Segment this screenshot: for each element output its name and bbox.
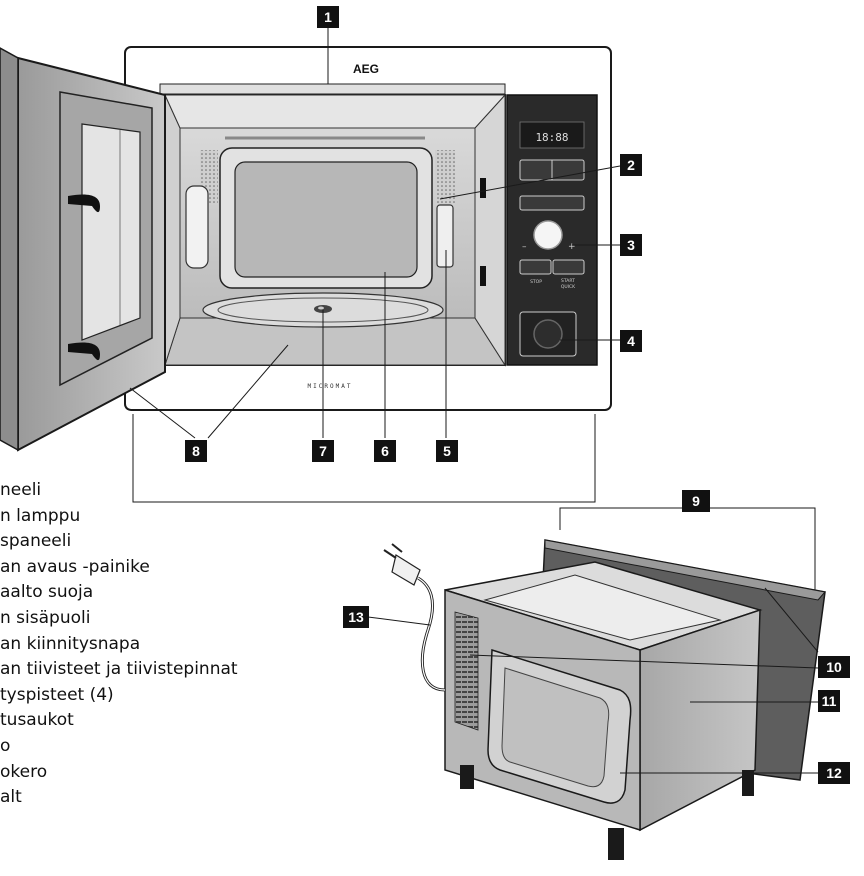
callout-8: 8	[185, 440, 207, 462]
left-wall-bulge	[185, 185, 209, 269]
callout-9: 9	[682, 490, 710, 512]
foot-front-left	[460, 765, 474, 789]
door-latch-bottom	[68, 342, 100, 361]
waveguide-cover	[436, 204, 454, 268]
legend-item: an kiinnitysnapa	[0, 633, 141, 654]
start-label: START	[561, 278, 575, 284]
callout-1: 1	[317, 6, 339, 28]
back-panel-inner	[234, 161, 418, 278]
callout-number: 10	[826, 659, 842, 675]
plug-pin-1	[383, 549, 397, 559]
microwave-mounting-view	[383, 539, 826, 860]
legend-item: n lamppu	[0, 505, 81, 526]
door-latch-slot-bottom	[480, 266, 486, 286]
door-bulge-inner	[501, 667, 610, 788]
cavity-left-wall	[164, 94, 181, 366]
callout-number: 1	[324, 9, 332, 25]
door-latch-top	[68, 194, 100, 213]
stop-button[interactable]	[519, 259, 552, 275]
legend-item: o	[0, 735, 11, 756]
display-readout: 18:88	[535, 131, 568, 144]
callout-13: 13	[343, 606, 369, 628]
stop-label: STOP	[530, 279, 542, 285]
microwave-front-view: AEG MICROMAT 18:88 – +	[0, 46, 612, 452]
quick-label: QUICK	[561, 284, 576, 290]
top-raised-panel	[483, 574, 722, 641]
plus-label: +	[568, 242, 576, 252]
right-vent	[435, 150, 455, 205]
legend-item: alt	[0, 787, 22, 808]
legend-item: okero	[0, 761, 48, 782]
callout-number: 6	[381, 443, 389, 459]
legend-item: an tiivisteet ja tiivistepinnat	[0, 659, 238, 680]
callout-2: 2	[620, 154, 642, 176]
control-knob[interactable]	[533, 220, 563, 250]
callout-11: 11	[818, 690, 840, 712]
legend-item: tusaukot	[0, 710, 74, 731]
callout-number: 11	[822, 693, 837, 709]
door-latch-slot-top	[480, 178, 486, 198]
mounting-frame-edge	[544, 539, 826, 601]
callout-number: 7	[319, 443, 327, 459]
callout-4: 4	[620, 330, 642, 352]
callout-number: 2	[627, 157, 635, 173]
callout-10: 10	[818, 656, 850, 678]
foot-back-right	[742, 770, 754, 796]
leader-lines-top	[129, 28, 621, 503]
cavity-ceiling	[164, 94, 507, 129]
callout-number: 9	[692, 493, 700, 509]
legend-item: spaneeli	[0, 531, 72, 552]
display	[519, 121, 585, 149]
plug	[391, 554, 421, 586]
cavity-right-wall	[474, 93, 506, 367]
coupler-highlight	[318, 306, 324, 310]
side-vent-grill	[454, 611, 479, 731]
legend-item: tyspisteet (4)	[0, 684, 114, 705]
legend-item: aalto suoja	[0, 582, 94, 603]
callout-number: 13	[348, 609, 364, 625]
callout-6: 6	[374, 440, 396, 462]
start-button[interactable]	[552, 259, 585, 275]
callout-number: 8	[192, 443, 200, 459]
legend-list: neeli n lamppu spaneeli an avaus -painike aa…	[0, 478, 238, 811]
callout-number: 12	[826, 765, 842, 781]
callout-3: 3	[620, 234, 642, 256]
callout-number: 4	[627, 333, 635, 349]
model-label: MICROMAT	[308, 383, 353, 390]
power-cord-highlight	[417, 577, 446, 691]
callout-number: 5	[443, 443, 451, 459]
top-trim	[159, 83, 506, 95]
legend-item: an avaus -painike	[0, 556, 150, 577]
brand-logo: AEG	[353, 62, 379, 76]
legend-item: neeli	[0, 480, 42, 500]
callout-12: 12	[818, 762, 850, 784]
callout-number: 3	[627, 237, 635, 253]
door-window	[81, 123, 141, 341]
callout-5: 5	[436, 440, 458, 462]
function-button[interactable]	[519, 195, 585, 211]
foot-front-right	[608, 828, 624, 860]
door-open-button-ring	[533, 319, 563, 349]
callout-7: 7	[312, 440, 334, 462]
plug-pin-2	[391, 543, 403, 553]
door-edge	[0, 47, 19, 452]
legend-item: n sisäpuoli	[0, 607, 91, 628]
minus-label: –	[522, 242, 527, 252]
